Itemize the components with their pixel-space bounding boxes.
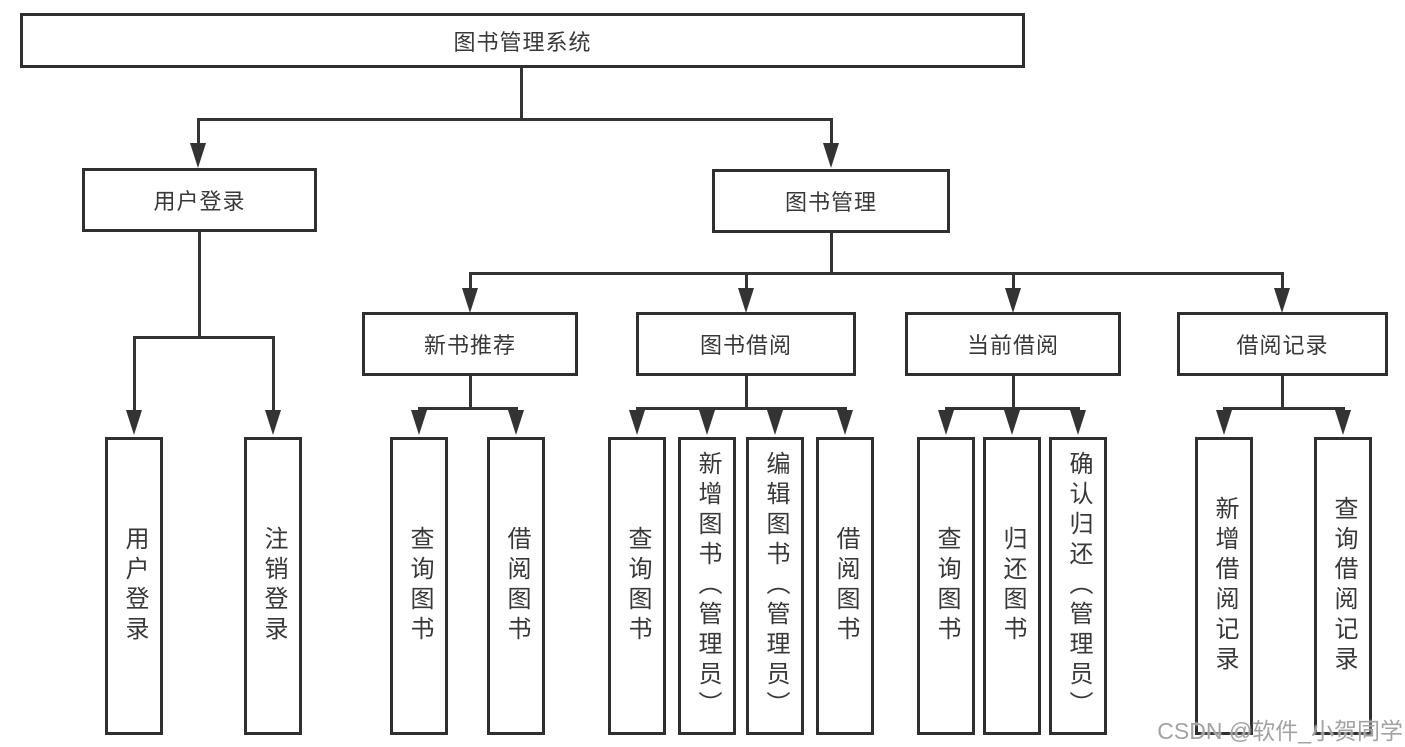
leaf-query-books-2: 查询图书	[608, 437, 666, 735]
edge-stem-borrow-books-1	[515, 407, 518, 412]
edge-stem-confirm-return-admin	[1077, 407, 1080, 412]
leaf-query-books-2-label: 查询图书	[624, 526, 651, 646]
leaf-return-books-label: 归还图书	[999, 526, 1026, 646]
arrowhead-borrow-records	[1274, 288, 1290, 313]
edge-book-borrow-branch	[636, 407, 847, 410]
node-book-management: 图书管理	[712, 169, 950, 233]
edge-stem-query-books-1	[418, 407, 421, 412]
edge-new-book-recommend-stub	[469, 376, 472, 407]
arrowhead-add-books-admin	[699, 410, 715, 435]
edge-stem-leaf-user-login	[133, 336, 136, 412]
leaf-add-books-admin: 新增图书（管理员）	[678, 437, 736, 735]
arrowhead-query-borrow-record	[1335, 410, 1351, 435]
leaf-add-books-admin-label: 新增图书（管理员）	[694, 451, 721, 721]
node-root: 图书管理系统	[20, 13, 1025, 68]
edge-book-borrow-stub	[745, 376, 748, 407]
node-book-borrow: 图书借阅	[636, 312, 856, 376]
arrowhead-borrow-books-1	[508, 410, 524, 435]
arrowhead-borrow-books-2	[837, 410, 853, 435]
leaf-add-borrow-record-label: 新增借阅记录	[1211, 496, 1238, 676]
leaf-confirm-return-admin: 确认归还（管理员）	[1049, 437, 1107, 735]
node-user-login-label: 用户登录	[153, 189, 246, 214]
leaf-borrow-books-2: 借阅图书	[816, 437, 874, 735]
arrowhead-book-management	[823, 143, 839, 168]
edge-stem-current-borrow	[1012, 272, 1015, 290]
edge-stem-query-borrow-record	[1342, 407, 1345, 412]
leaf-query-books-3-label: 查询图书	[933, 526, 960, 646]
edge-stem-return-books	[1011, 407, 1014, 412]
leaf-confirm-return-admin-label: 确认归还（管理员）	[1065, 451, 1092, 721]
edge-stem-borrow-records	[1281, 272, 1284, 290]
leaf-logout: 注销登录	[244, 437, 302, 735]
arrowhead-leaf-logout	[265, 410, 281, 435]
node-current-borrow-label: 当前借阅	[966, 333, 1059, 358]
node-current-borrow: 当前借阅	[905, 312, 1121, 376]
node-root-label: 图书管理系统	[453, 29, 592, 55]
node-borrow-records-label: 借阅记录	[1236, 333, 1329, 358]
leaf-user-login: 用户登录	[105, 437, 163, 735]
edge-stem-book-management	[830, 118, 833, 145]
leaf-borrow-books-2-label: 借阅图书	[832, 526, 859, 646]
arrowhead-current-borrow	[1005, 288, 1021, 313]
leaf-borrow-books-1-label: 借阅图书	[503, 526, 530, 646]
edge-stem-add-borrow-record	[1223, 407, 1226, 412]
edge-current-borrow-stub	[1012, 376, 1015, 407]
arrowhead-confirm-return-admin	[1070, 410, 1086, 435]
watermark: CSDN @软件_小贺同学	[1157, 718, 1403, 744]
leaf-borrow-books-1: 借阅图书	[487, 437, 545, 735]
leaf-logout-label: 注销登录	[260, 526, 287, 646]
arrowhead-leaf-user-login	[126, 410, 142, 435]
edge-stem-borrow-books-2	[844, 407, 847, 412]
edge-stem-user-login	[197, 118, 200, 145]
leaf-return-books: 归还图书	[983, 437, 1041, 735]
leaf-query-books-1: 查询图书	[390, 437, 448, 735]
edge-stem-new-book-recommend	[469, 272, 472, 290]
edge-book-management-branch	[469, 272, 1284, 275]
edge-borrow-records-stub	[1281, 376, 1284, 407]
leaf-query-borrow-record-label: 查询借阅记录	[1330, 496, 1357, 676]
leaf-edit-books-admin: 编辑图书（管理员）	[746, 437, 804, 735]
node-new-book-recommend-label: 新书推荐	[423, 333, 516, 358]
arrowhead-query-books-3	[938, 410, 954, 435]
edge-book-management-stub	[830, 233, 833, 272]
edge-stem-book-borrow	[745, 272, 748, 290]
edge-stem-query-books-3	[945, 407, 948, 412]
node-book-borrow-label: 图书借阅	[699, 333, 792, 358]
leaf-user-login-label: 用户登录	[121, 526, 148, 646]
edge-user-login-branch	[133, 336, 275, 339]
arrowhead-return-books	[1004, 410, 1020, 435]
leaf-add-borrow-record: 新增借阅记录	[1195, 437, 1253, 735]
node-book-management-label: 图书管理	[784, 190, 877, 215]
edge-borrow-records-branch	[1223, 407, 1345, 410]
leaf-edit-books-admin-label: 编辑图书（管理员）	[762, 451, 789, 721]
arrowhead-book-borrow	[738, 288, 754, 313]
arrowhead-add-borrow-record	[1216, 410, 1232, 435]
edge-root-stub	[520, 68, 523, 118]
edge-stem-edit-books-admin	[774, 407, 777, 412]
leaf-query-books-3: 查询图书	[917, 437, 975, 735]
edge-root-branch	[197, 118, 833, 121]
node-user-login: 用户登录	[82, 168, 317, 232]
arrowhead-user-login	[190, 143, 206, 168]
arrowhead-edit-books-admin	[767, 410, 783, 435]
edge-stem-add-books-admin	[706, 407, 709, 412]
arrowhead-query-books-1	[411, 410, 427, 435]
edge-user-login-stub	[198, 232, 201, 336]
node-borrow-records: 借阅记录	[1177, 312, 1388, 376]
arrowhead-new-book-recommend	[462, 288, 478, 313]
leaf-query-borrow-record: 查询借阅记录	[1314, 437, 1372, 735]
edge-stem-query-books-2	[636, 407, 639, 412]
node-new-book-recommend: 新书推荐	[362, 312, 578, 376]
edge-stem-leaf-logout	[272, 336, 275, 412]
leaf-query-books-1-label: 查询图书	[406, 526, 433, 646]
arrowhead-query-books-2	[629, 410, 645, 435]
edge-new-book-recommend-branch	[418, 407, 518, 410]
